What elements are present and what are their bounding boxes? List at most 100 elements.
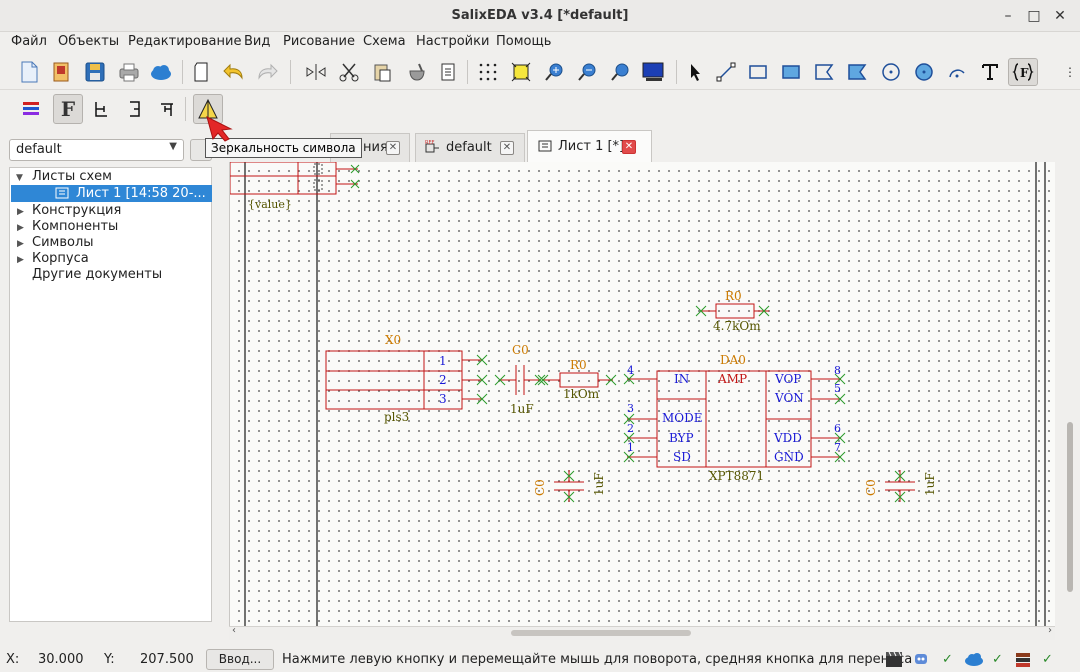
vertical-scrollbar[interactable] bbox=[1055, 162, 1080, 640]
books-icon[interactable] bbox=[1014, 650, 1032, 668]
polygon-icon[interactable] bbox=[811, 59, 837, 85]
top-symbol[interactable] bbox=[230, 162, 360, 195]
collapse-arrow-icon[interactable]: ▶ bbox=[17, 207, 24, 217]
line-tool-icon[interactable] bbox=[713, 59, 739, 85]
top-symbol-value: {value} bbox=[248, 198, 292, 211]
new-file-icon[interactable] bbox=[16, 59, 42, 85]
input-button[interactable]: Ввод... bbox=[206, 649, 274, 670]
scroll-thumb[interactable] bbox=[511, 630, 691, 636]
tree-item-sheets[interactable]: Листы схем bbox=[32, 169, 112, 184]
amplifier-da0[interactable] bbox=[623, 370, 846, 468]
zoom-area-icon[interactable] bbox=[607, 59, 633, 85]
tree-item-construction[interactable]: Конструкция bbox=[32, 203, 122, 218]
project-select[interactable]: default ▼ bbox=[9, 139, 184, 161]
cloud-icon[interactable] bbox=[148, 59, 174, 85]
collapse-arrow-icon[interactable]: ▶ bbox=[17, 223, 24, 233]
menu-view[interactable]: Вид bbox=[244, 34, 271, 49]
connector-x0[interactable] bbox=[325, 350, 488, 410]
undo-icon[interactable] bbox=[221, 59, 247, 85]
open-file-icon[interactable] bbox=[48, 59, 74, 85]
rect-tool-icon[interactable] bbox=[745, 59, 771, 85]
arc-tool-icon[interactable] bbox=[944, 59, 970, 85]
cut-icon[interactable] bbox=[336, 59, 362, 85]
align-left-icon[interactable] bbox=[88, 96, 114, 122]
grid-icon[interactable] bbox=[475, 59, 501, 85]
mirror-h-icon[interactable] bbox=[303, 59, 329, 85]
status-check: ✓ bbox=[1042, 652, 1053, 667]
align-center-icon[interactable] bbox=[121, 96, 147, 122]
menu-file[interactable]: Файл bbox=[11, 34, 47, 49]
main-toolbar: F ⋮ bbox=[0, 54, 1080, 90]
capacitor-value: 1uF bbox=[510, 402, 534, 416]
monitor-icon[interactable] bbox=[640, 59, 666, 85]
list-doc-icon[interactable] bbox=[435, 59, 461, 85]
x-label: X: bbox=[6, 652, 20, 667]
print-icon[interactable] bbox=[116, 59, 142, 85]
horizontal-scrollbar[interactable]: ‹ › bbox=[229, 625, 1055, 640]
cursor-arrow-icon bbox=[205, 115, 239, 147]
field-tool-icon[interactable]: F bbox=[1008, 58, 1038, 86]
save-icon[interactable] bbox=[82, 59, 108, 85]
capacitor-rotated-left[interactable] bbox=[554, 470, 584, 503]
tree-item-packages[interactable]: Корпуса bbox=[32, 251, 89, 266]
mortar-icon[interactable] bbox=[404, 59, 430, 85]
paste-icon[interactable] bbox=[369, 59, 395, 85]
tab-default[interactable]: REF default ✕ bbox=[415, 133, 525, 162]
minimize-icon[interactable]: – bbox=[1004, 8, 1012, 24]
resistor-r0-47k[interactable] bbox=[695, 303, 770, 319]
title-bar: SalixEDA v3.4 [*default] – □ ✕ bbox=[0, 0, 1080, 32]
amp-pin-gnd: GND bbox=[774, 450, 804, 464]
scroll-right-icon[interactable]: › bbox=[1048, 625, 1052, 636]
amp-pin-num: 4 bbox=[627, 364, 634, 377]
filled-rect-icon[interactable] bbox=[778, 59, 804, 85]
menu-edit[interactable]: Редактирование bbox=[128, 34, 242, 49]
maximize-icon[interactable]: □ bbox=[1027, 8, 1041, 24]
tab-sheet-1[interactable]: Лист 1 [*] ✕ bbox=[527, 130, 652, 162]
toolbar-more-icon[interactable]: ⋮ bbox=[1064, 65, 1076, 79]
cloud-sync-icon[interactable] bbox=[964, 650, 983, 668]
connector-pin-2: 2 bbox=[439, 373, 447, 387]
scroll-thumb[interactable] bbox=[1067, 422, 1073, 592]
amp-pin-in: IN bbox=[674, 372, 689, 386]
tree-item-symbols[interactable]: Символы bbox=[32, 235, 94, 250]
resistor-r0-1k[interactable] bbox=[537, 372, 617, 388]
layers-icon[interactable] bbox=[18, 96, 44, 122]
schematic-canvas[interactable]: {value} X0 1 2 3 pls3 C0 1uF bbox=[229, 162, 1055, 626]
menu-draw[interactable]: Рисование bbox=[283, 34, 355, 49]
robot-icon[interactable] bbox=[912, 650, 930, 668]
select-arrow-icon[interactable] bbox=[682, 59, 708, 85]
text-tool-icon[interactable] bbox=[977, 59, 1003, 85]
filled-circle-icon[interactable] bbox=[911, 59, 937, 85]
align-right-icon[interactable] bbox=[154, 96, 180, 122]
menu-help[interactable]: Помощь bbox=[496, 34, 552, 49]
tree-item-components[interactable]: Компоненты bbox=[32, 219, 119, 234]
collapse-arrow-icon[interactable]: ▶ bbox=[17, 239, 24, 249]
capacitor-rotated-right[interactable] bbox=[885, 470, 915, 503]
clapper-icon[interactable] bbox=[885, 650, 903, 668]
tab-label: Лист 1 [*] bbox=[558, 139, 625, 154]
menu-settings[interactable]: Настройки bbox=[416, 34, 490, 49]
close-icon[interactable]: ✕ bbox=[386, 141, 400, 155]
close-icon[interactable]: ✕ bbox=[622, 140, 636, 154]
expand-arrow-icon[interactable]: ▼ bbox=[16, 173, 23, 183]
tree-item-sheet-1[interactable]: Лист 1 [14:58 20-... bbox=[11, 185, 212, 202]
resistor-value: 4.7kOm bbox=[713, 319, 761, 333]
tree-item-other-docs[interactable]: Другие документы bbox=[32, 267, 163, 282]
capacitor-ref: C0 bbox=[512, 343, 529, 357]
menu-objects[interactable]: Объекты bbox=[58, 34, 120, 49]
redo-icon[interactable] bbox=[254, 59, 280, 85]
circle-tool-icon[interactable] bbox=[878, 59, 904, 85]
filled-polygon-icon[interactable] bbox=[844, 59, 870, 85]
copy-page-icon[interactable] bbox=[188, 59, 214, 85]
amp-pin-mode: MODE bbox=[662, 411, 703, 425]
zoom-fit-icon[interactable] bbox=[508, 59, 534, 85]
close-icon[interactable]: ✕ bbox=[1054, 8, 1066, 24]
font-bold-icon[interactable]: F bbox=[53, 94, 83, 124]
capacitor-c0[interactable] bbox=[494, 365, 546, 395]
zoom-in-icon[interactable] bbox=[541, 59, 567, 85]
menu-schematic[interactable]: Схема bbox=[363, 34, 406, 49]
scroll-left-icon[interactable]: ‹ bbox=[232, 625, 236, 636]
zoom-out-icon[interactable] bbox=[574, 59, 600, 85]
close-icon[interactable]: ✕ bbox=[500, 141, 514, 155]
collapse-arrow-icon[interactable]: ▶ bbox=[17, 255, 24, 265]
